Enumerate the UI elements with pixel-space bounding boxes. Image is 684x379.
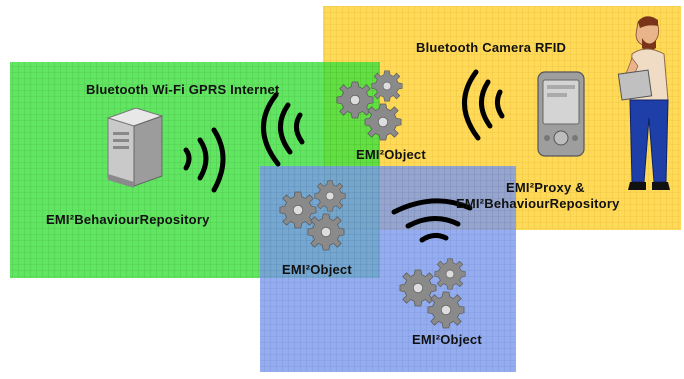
person-icon [617,16,670,190]
server-label: EMI²BehaviourRepository [46,212,210,227]
object-label-left: EMI²Object [282,262,352,277]
object-label-top: EMI²Object [356,147,426,162]
proxy-label-line1: EMI²Proxy & [506,180,585,195]
wireless-signal-icon [261,92,305,167]
yellow-zone-protocols-label: Bluetooth Camera RFID [416,40,567,55]
pda-icon [537,71,585,157]
server-icon [106,107,164,188]
object-label-bottom: EMI²Object [412,332,482,347]
proxy-label-line2: EMI²BehaviourRepository [456,196,620,211]
wireless-signal-icon [183,127,226,193]
green-zone-protocols-label: Bluetooth Wi-Fi GPRS Internet [86,82,280,97]
wireless-signal-icon [462,69,505,141]
wireless-signal-icon [391,198,473,243]
